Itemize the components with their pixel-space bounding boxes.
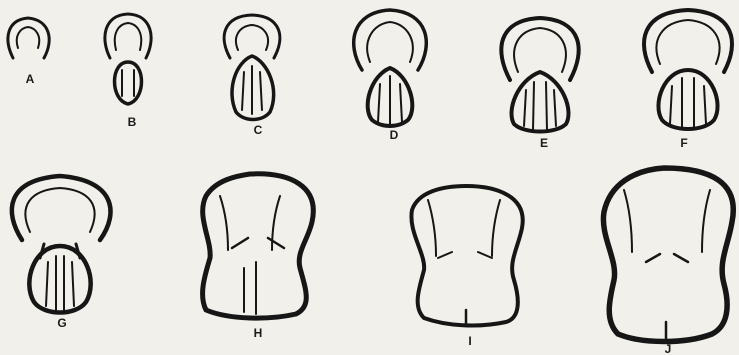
panel-j: J [603, 168, 733, 355]
panel-c: C [224, 15, 280, 137]
stage-g-outline [12, 176, 111, 313]
stage-e-outline [501, 18, 578, 132]
label-j: J [665, 342, 672, 355]
panel-d: D [354, 10, 427, 142]
stage-f-outline [644, 10, 732, 129]
label-a: A [26, 72, 35, 86]
stage-b-outline [105, 14, 151, 104]
panel-h: H [203, 174, 314, 340]
label-i: I [468, 334, 471, 348]
stage-j-outline [603, 168, 733, 342]
stage-h-outline [203, 174, 314, 318]
label-e: E [540, 136, 548, 150]
stage-i-outline [411, 186, 522, 326]
label-g: G [57, 316, 66, 330]
panel-g: G [12, 176, 111, 330]
stage-d-outline [354, 10, 427, 126]
label-h: H [254, 326, 263, 340]
panel-f: F [644, 10, 732, 150]
panel-e: E [501, 18, 578, 150]
label-f: F [680, 136, 687, 150]
label-c: C [254, 123, 263, 137]
panel-i: I [411, 186, 522, 348]
label-b: B [128, 115, 137, 129]
stage-c-outline [224, 15, 280, 120]
label-d: D [390, 128, 399, 142]
panel-a: A [8, 18, 49, 86]
stage-a-outline [8, 18, 49, 58]
panel-b: B [105, 14, 151, 129]
